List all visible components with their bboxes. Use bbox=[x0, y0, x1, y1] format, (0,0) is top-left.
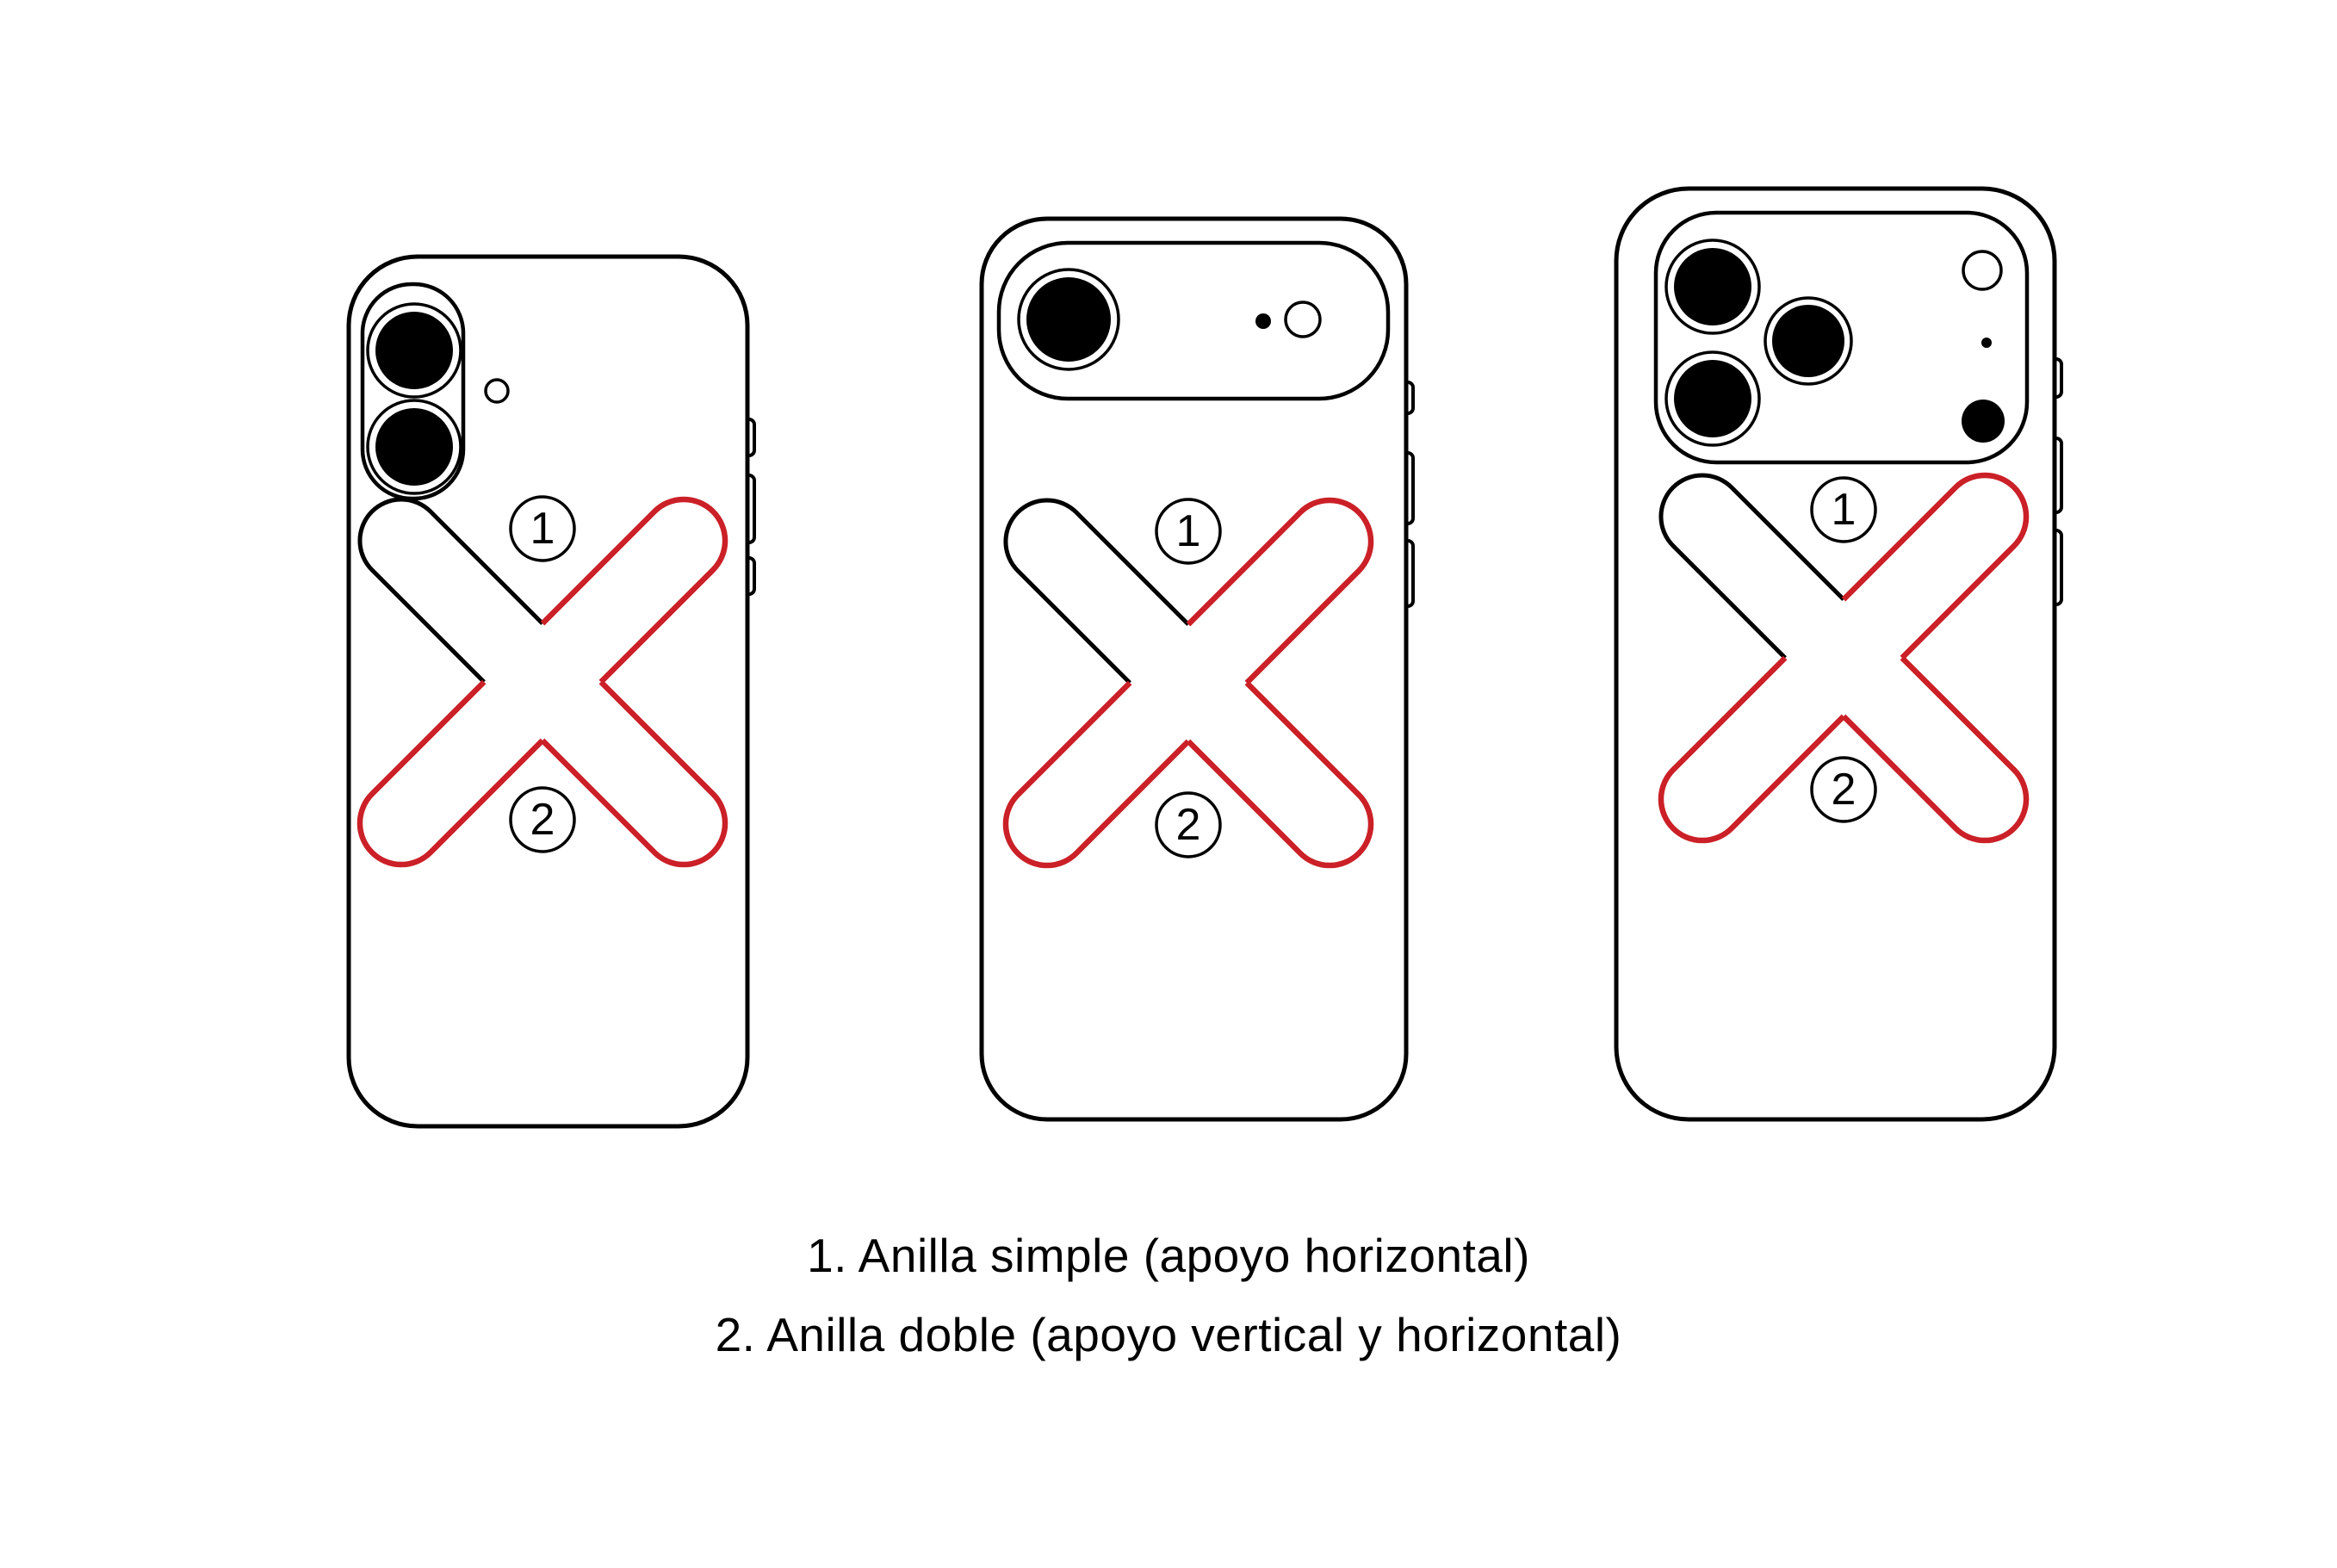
ring1-badge-circle bbox=[1155, 498, 1222, 565]
camera-lens-ring bbox=[1664, 239, 1761, 335]
flash-led-icon bbox=[1962, 250, 2003, 291]
ring1-badge-circle bbox=[1810, 476, 1877, 543]
ring1-badge: 1 bbox=[1810, 476, 1877, 543]
ring1-badge-label: 1 bbox=[1832, 485, 1857, 535]
camera-lens bbox=[1026, 277, 1111, 362]
camera-lens bbox=[1772, 305, 1844, 377]
ring2-badge: 2 bbox=[509, 786, 576, 853]
ring2-badge-label: 2 bbox=[1176, 800, 1201, 850]
camera-lens-ring bbox=[1764, 296, 1853, 386]
camera-lens-ring bbox=[366, 302, 462, 399]
phone-2: 1 2 bbox=[979, 216, 1415, 1122]
phone-1: 1 2 bbox=[343, 254, 756, 1129]
ring2-badge: 2 bbox=[1155, 791, 1222, 858]
camera-lens-ring bbox=[366, 399, 462, 495]
flash-led-icon bbox=[484, 378, 510, 404]
x-strap: 1 2 bbox=[1644, 458, 2043, 858]
mic-dot-icon bbox=[1981, 338, 1992, 348]
x-strap: 1 2 bbox=[989, 483, 1388, 883]
ring1-badge: 1 bbox=[1155, 498, 1222, 565]
camera-lens-ring bbox=[1664, 350, 1761, 447]
ring1-badge-label: 1 bbox=[530, 504, 555, 554]
ring1-badge-circle bbox=[509, 495, 576, 562]
caption-line-1: 1. Anilla simple (apoyo horizontal) bbox=[807, 1229, 1530, 1282]
ring2-badge-circle bbox=[1155, 791, 1222, 858]
ring2-badge-circle bbox=[509, 786, 576, 853]
flash-led-icon bbox=[1284, 301, 1322, 338]
caption: 1. Anilla simple (apoyo horizontal) 2. A… bbox=[0, 1216, 2337, 1374]
camera-lens-ring bbox=[1017, 268, 1120, 371]
camera-lens bbox=[1674, 248, 1751, 325]
camera-lens bbox=[375, 312, 453, 389]
x-strap: 1 2 bbox=[343, 482, 742, 882]
ring2-badge-circle bbox=[1810, 756, 1877, 823]
ring2-badge-label: 2 bbox=[530, 795, 555, 845]
ring1-badge: 1 bbox=[509, 495, 576, 562]
camera-lens bbox=[375, 408, 453, 486]
phone-3: 1 2 bbox=[1614, 186, 2063, 1122]
caption-line-2: 2. Anilla doble (apoyo vertical y horizo… bbox=[715, 1308, 1622, 1361]
camera-lens bbox=[1674, 360, 1751, 437]
ring2-badge: 2 bbox=[1810, 756, 1877, 823]
sensor-dot-icon bbox=[1255, 313, 1271, 329]
ring2-badge-label: 2 bbox=[1832, 765, 1857, 815]
lidar-sensor-icon bbox=[1962, 400, 2005, 443]
ring1-badge-label: 1 bbox=[1176, 506, 1201, 556]
